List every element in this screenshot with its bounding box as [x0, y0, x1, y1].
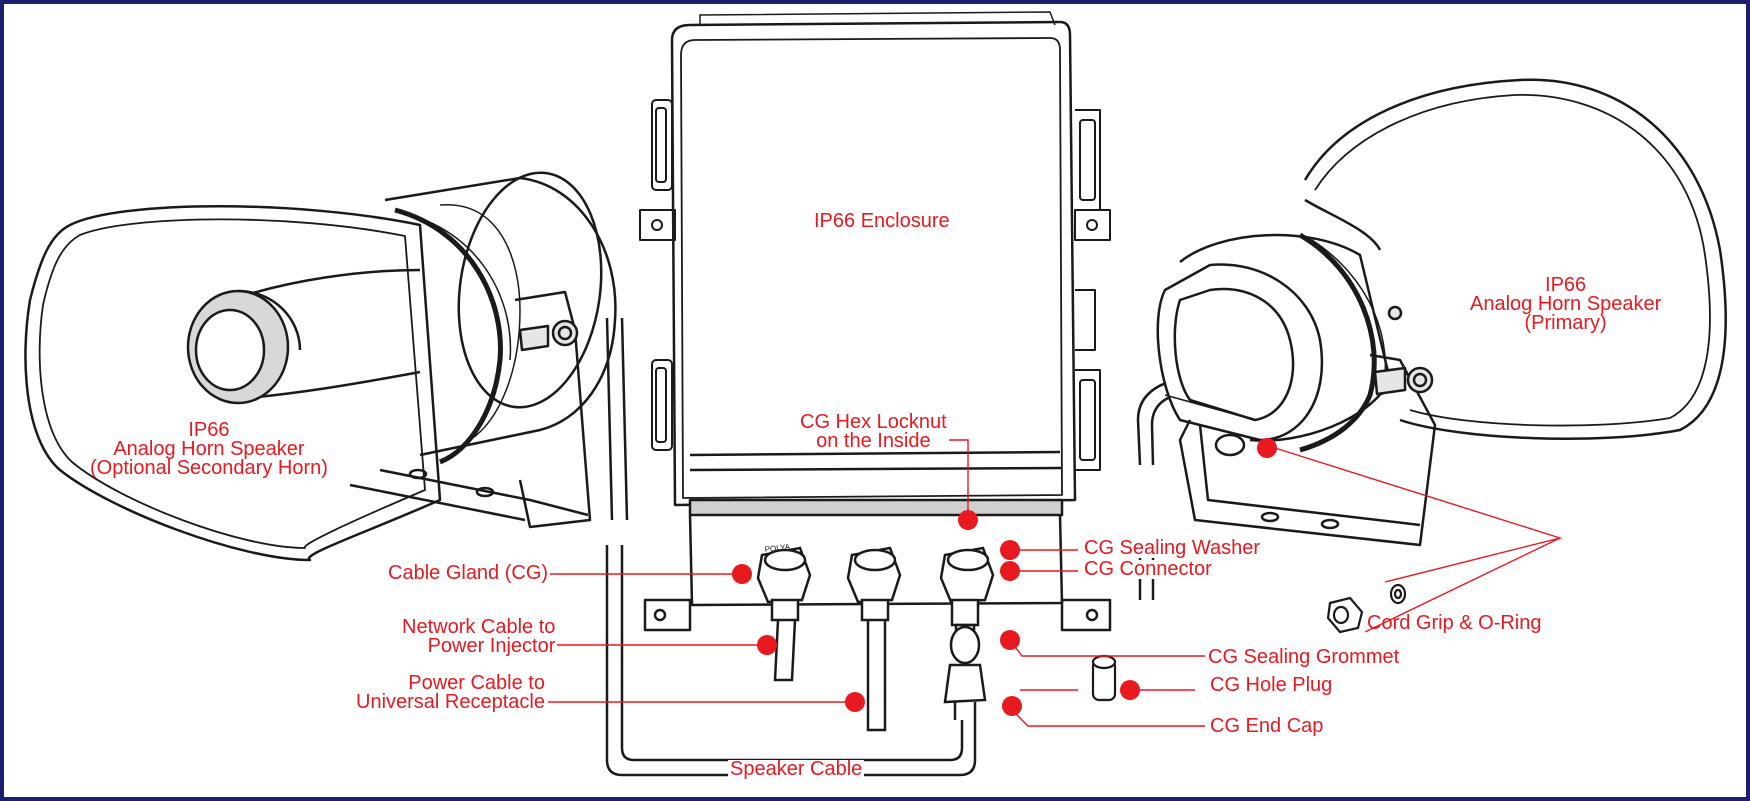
dot-cable-gland [732, 564, 752, 584]
ip66-enclosure [639, 11, 1112, 632]
dot-sealing-grommet [1000, 630, 1020, 650]
dot-hole-plug [1120, 680, 1140, 700]
label-primary-horn: IP66 Analog Horn Speaker (Primary) [1468, 274, 1663, 334]
label-network-cable-line2: Power Injector [427, 635, 556, 657]
label-sealing-washer: CG Sealing Washer [1082, 537, 1262, 559]
label-cable-gland: Cable Gland (CG) [386, 562, 551, 584]
label-primary-horn-line3: (Primary) [1524, 312, 1607, 334]
primary-horn-speaker [1156, 78, 1727, 547]
label-secondary-horn-line1: IP66 [188, 419, 230, 441]
label-cord-grip: Cord Grip & O-Ring [1367, 612, 1542, 634]
dot-hex-locknut [958, 510, 978, 530]
label-end-cap: CG End Cap [1208, 715, 1326, 737]
dot-end-cap [1002, 696, 1022, 716]
dot-sealing-washer [1000, 540, 1020, 560]
hole-plug [1091, 654, 1117, 702]
label-hex-locknut-line2: on the Inside [816, 430, 931, 452]
gland-speaker [939, 546, 995, 720]
secondary-horn-speaker [24, 171, 617, 562]
cable-glands [756, 546, 995, 732]
label-enclosure: IP66 Enclosure [812, 210, 952, 232]
label-connector: CG Connector [1082, 558, 1214, 580]
callout-lines [548, 439, 1563, 727]
callout-dots [732, 438, 1277, 716]
label-sealing-grommet: CG Sealing Grommet [1206, 646, 1402, 668]
label-primary-horn-line2: Analog Horn Speaker [1470, 293, 1662, 315]
dot-cord-grip [1257, 438, 1277, 458]
label-hex-locknut: CG Hex Locknut on the Inside [798, 411, 949, 452]
label-power-cable: Power Cable to Universal Receptacle [354, 672, 547, 713]
label-secondary-horn-line2: Analog Horn Speaker [113, 438, 305, 460]
cord-grip-parts [1326, 583, 1407, 634]
label-secondary-horn-line3: (Optional Secondary Horn) [90, 457, 328, 479]
dot-connector [1000, 561, 1020, 581]
gland-marking: POLYA [764, 542, 791, 554]
gland-power [846, 546, 902, 732]
label-hole-plug: CG Hole Plug [1208, 674, 1335, 696]
label-network-cable-line1: Network Cable to [402, 616, 556, 638]
label-network-cable: Network Cable to Power Injector [400, 616, 558, 657]
dot-network-cable [757, 635, 777, 655]
label-primary-horn-line1: IP66 [1545, 274, 1587, 296]
label-power-cable-line2: Universal Receptacle [356, 691, 545, 713]
label-speaker-cable: Speaker Cable [728, 758, 865, 780]
label-secondary-horn: IP66 Analog Horn Speaker (Optional Secon… [88, 419, 330, 479]
gland-network [756, 546, 812, 682]
dot-power-cable [845, 692, 865, 712]
label-hex-locknut-line1: CG Hex Locknut [800, 411, 947, 433]
label-power-cable-line1: Power Cable to [408, 672, 545, 694]
